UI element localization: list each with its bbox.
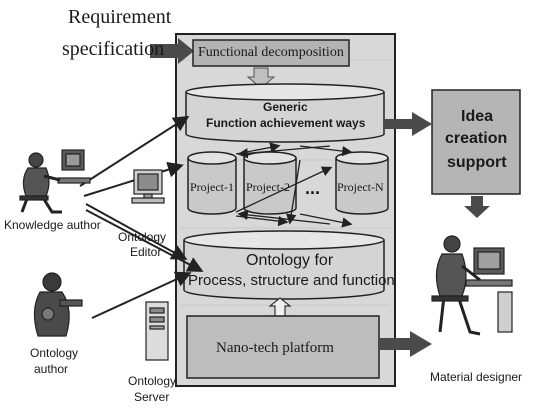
ontology-author-arrow [91,271,192,319]
knowledge-author-arrows [79,115,204,272]
generic-label-line1: Generic [263,100,308,114]
nanotech-to-designer-arrow [379,331,432,357]
generic-label-line2: Function achievement ways [206,116,366,130]
project-n-label: Project-N [337,180,384,194]
generic-cylinder [185,83,385,143]
project-links-reverse [237,145,331,225]
ontology-server-label-line1: Ontology [128,374,177,388]
functional-decomposition-box [192,39,350,67]
project-2-label: Project-2 [246,180,290,194]
decomposition-down-arrow [246,67,276,89]
material-designer-icon [431,235,513,336]
requirement-arrow [150,38,194,64]
generic-to-idea-arrow [384,112,432,136]
idea-to-designer-arrow [464,196,490,218]
idea-label-line3: support [447,154,507,171]
ontology-label-line1: Ontology for [246,252,334,269]
idea-creation-support-box [431,89,521,195]
idea-label-line2: creation [445,130,508,147]
project-1-cylinder [187,151,237,215]
ontology-author-icon [33,272,83,337]
functional-decomposition-label: Functional decomposition [198,45,344,60]
ontology-server-label-line2: Server [134,390,170,404]
ontology-server-icon [145,301,169,361]
project-1-label: Project-1 [190,180,234,194]
nanotech-platform-box [186,315,380,379]
knowledge-author-label: Knowledge author [4,218,101,232]
ontology-author-label-line1: Ontology [30,346,79,360]
material-designer-label: Material designer [430,370,523,384]
ontology-editor-label-line1: Ontology [118,230,167,244]
ellipsis-label: ... [305,178,321,198]
idea-label-line1: Idea [461,108,494,125]
ontology-author-label-line2: author [34,362,69,376]
ontology-editor-label-line2: Editor [130,245,162,259]
ontology-label-line2: Process, structure and function [188,272,395,289]
project-links [235,142,353,228]
nanotech-platform-label: Nano-tech platform [216,340,334,356]
requirement-label-line2: specification [62,38,165,60]
requirement-label-line1: Requirement [68,6,172,28]
ontology-editor-icon [131,169,165,204]
ontology-cylinder [183,230,385,300]
knowledge-author-icon [19,149,91,214]
